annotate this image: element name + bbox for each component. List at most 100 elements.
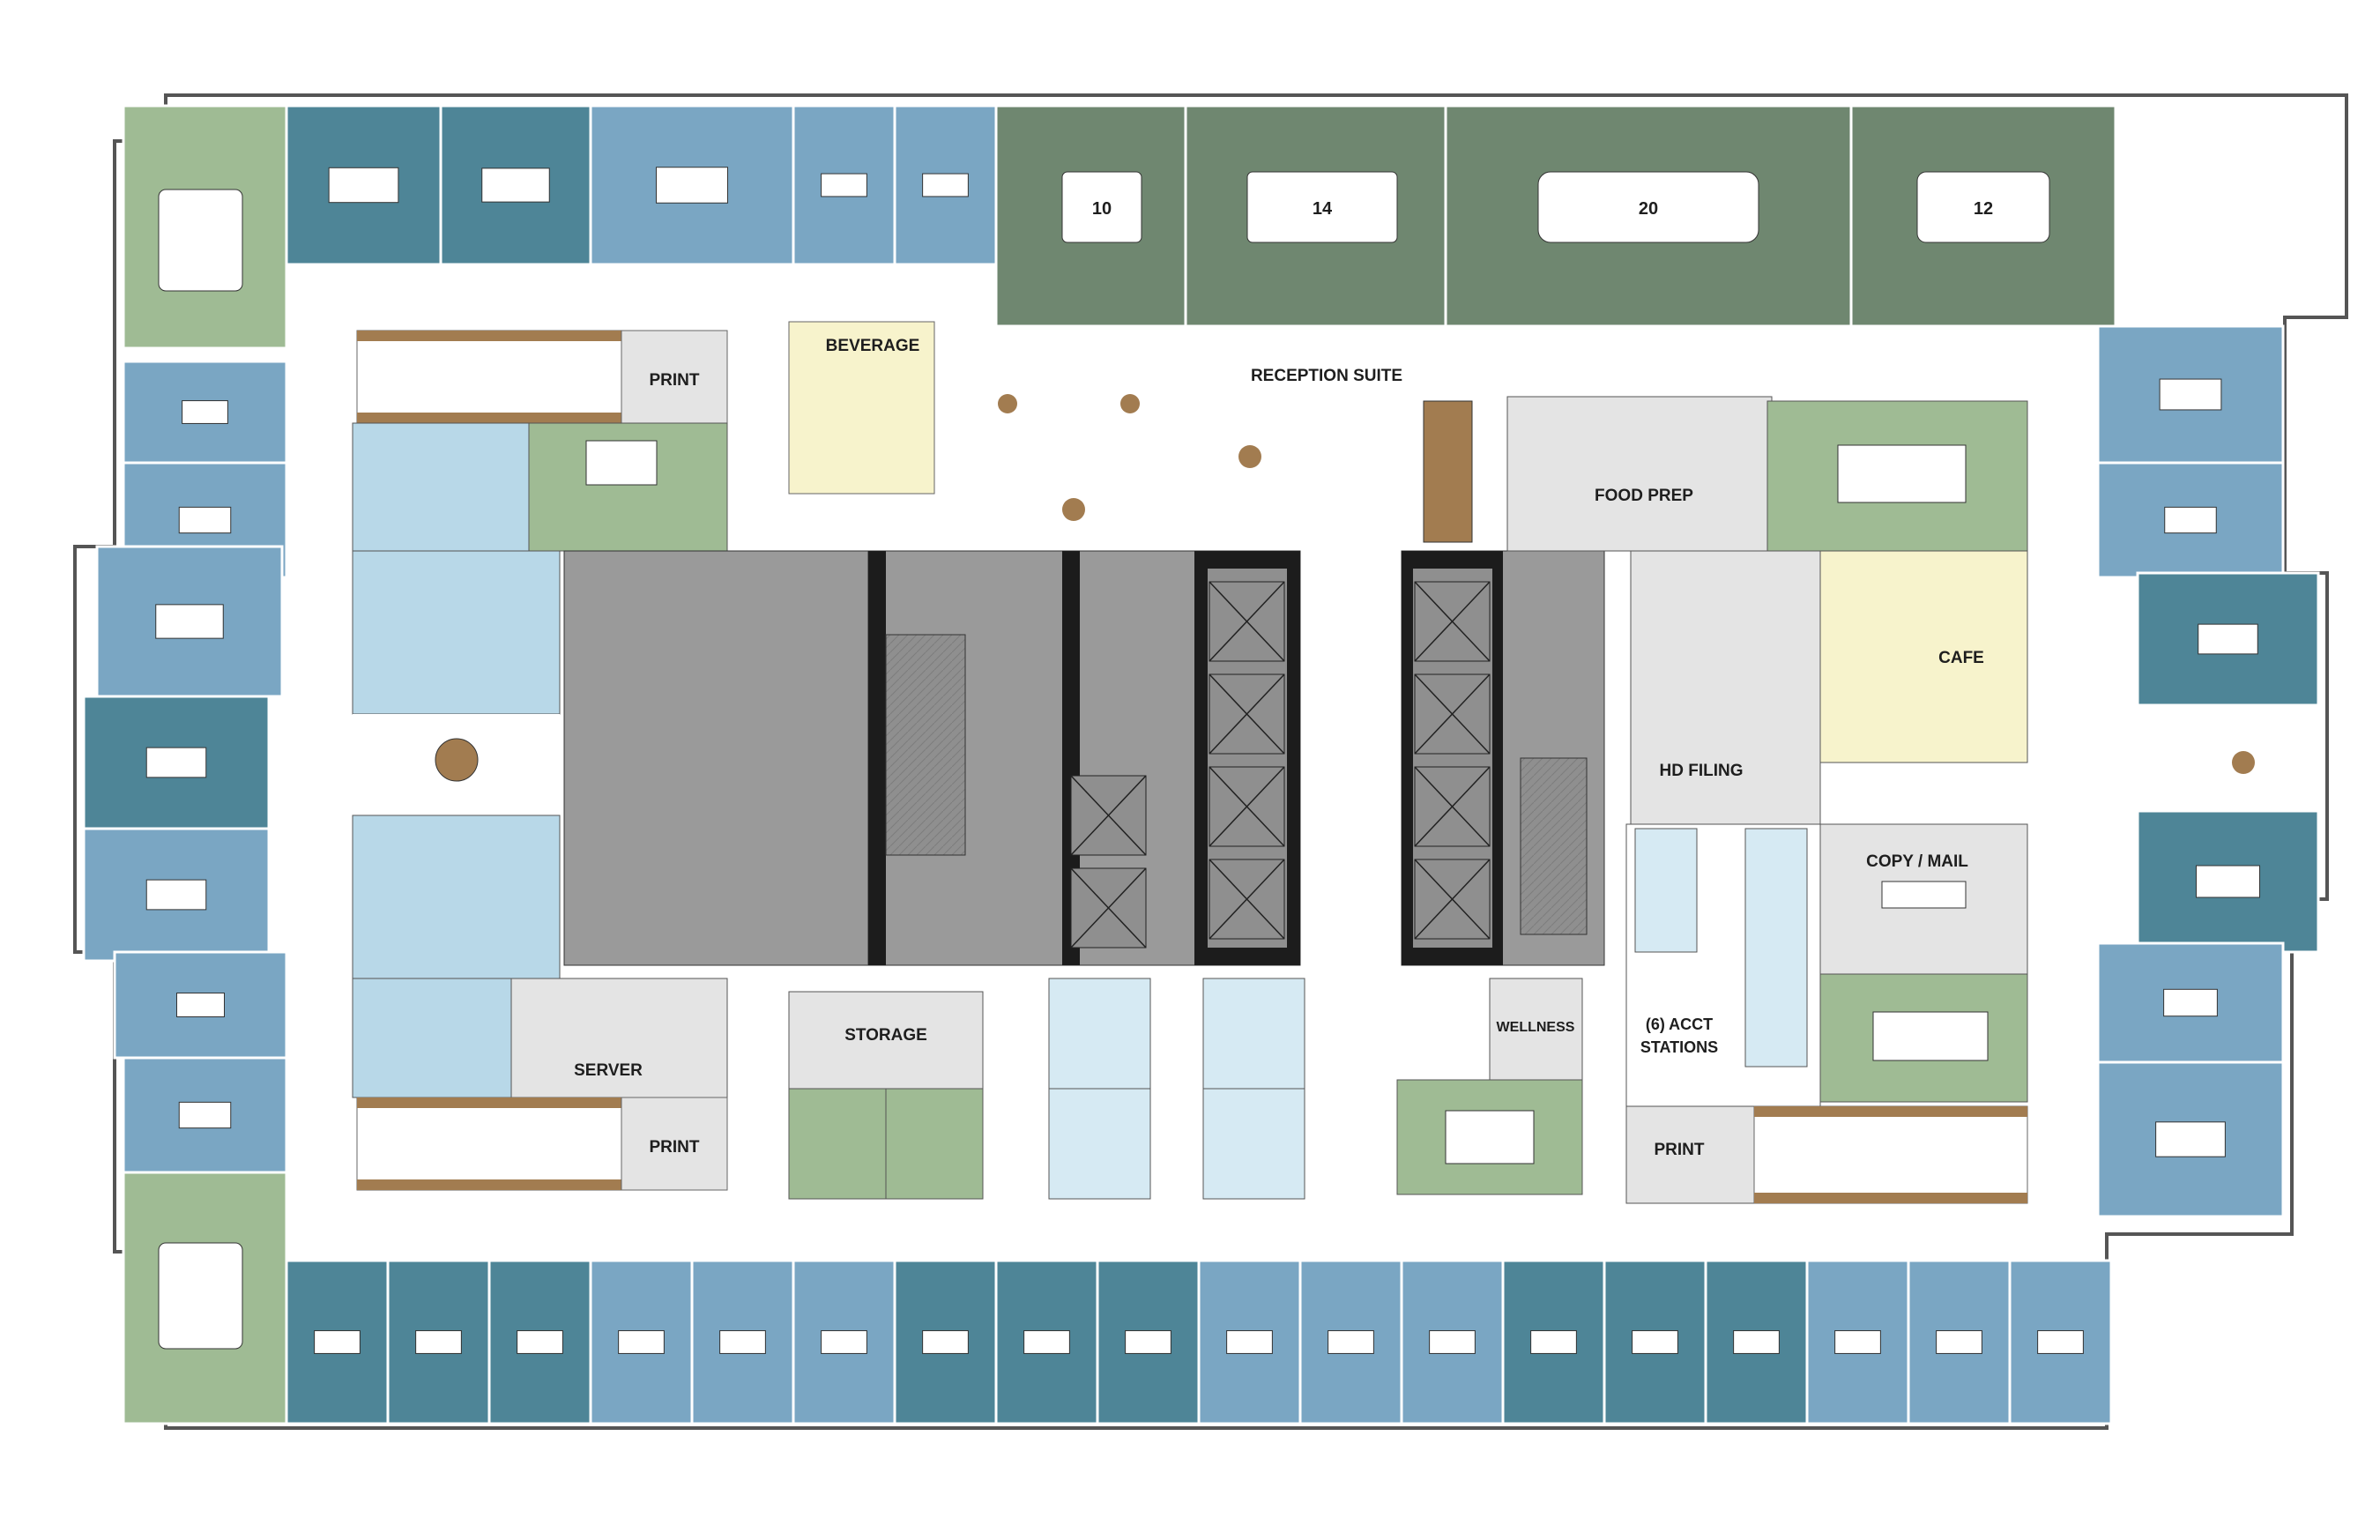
desk-chair-icon	[1834, 1330, 1881, 1354]
desk-chair-icon	[1530, 1330, 1577, 1354]
desk-chair-icon	[2196, 865, 2260, 898]
acct-label-line2: STATIONS	[1640, 1038, 1718, 1056]
office-south-3[interactable]	[1202, 978, 1305, 1090]
desk-chair-icon	[2163, 988, 2218, 1017]
workstation-cluster-se	[1753, 1105, 2028, 1204]
round-table-icon	[1238, 445, 1261, 468]
beverage-room[interactable]	[788, 321, 935, 495]
office-south-1[interactable]	[1048, 978, 1151, 1090]
elevator-bank	[1070, 581, 1491, 949]
table-12	[1916, 171, 2050, 243]
print-room-nw[interactable]	[621, 330, 728, 424]
elevator-cross	[1209, 673, 1285, 755]
print-room-se[interactable]	[1625, 1105, 1755, 1204]
desk-chair-icon	[176, 993, 225, 1017]
elevator-cross	[1209, 581, 1285, 662]
round-table-icon	[2232, 751, 2255, 774]
conference-label-14: 14	[1313, 199, 1333, 219]
conference-label-10: 10	[1092, 199, 1112, 219]
table-20	[1537, 171, 1759, 243]
print-room-sw[interactable]	[621, 1097, 728, 1191]
perimeter-office-15[interactable]	[1298, 1259, 1403, 1425]
cafe-room[interactable]	[1819, 550, 2028, 763]
wellness-room[interactable]	[1489, 978, 1583, 1081]
desk-chair-icon	[2198, 623, 2258, 655]
desk-chair-icon	[1125, 1330, 1171, 1354]
print-label-nw: PRINT	[650, 371, 700, 390]
desk-chair-icon	[1429, 1330, 1476, 1354]
print-label-se: PRINT	[1655, 1141, 1705, 1159]
workstation-cluster-sw	[356, 1097, 622, 1191]
server-room[interactable]	[510, 978, 728, 1098]
desk-chair-icon	[1632, 1330, 1678, 1354]
desk-chair-icon	[314, 1330, 361, 1354]
desk-chair-icon	[618, 1330, 665, 1354]
desk-chair-icon	[517, 1330, 563, 1354]
table-10	[1061, 171, 1142, 243]
reception-label: RECEPTION SUITE	[1251, 367, 1402, 385]
core-restrooms	[563, 550, 869, 966]
huddle-room-1[interactable]	[788, 1088, 887, 1200]
storage-label: STORAGE	[844, 1026, 927, 1045]
desk-chair-icon	[821, 173, 867, 197]
desk-chair-icon	[719, 1330, 766, 1354]
desk-chair-icon	[178, 1101, 232, 1129]
server-label: SERVER	[574, 1061, 643, 1080]
desk-chair-icon	[481, 167, 550, 203]
desk-chair-icon	[2159, 378, 2222, 411]
reception-area: BEVERAGE RECEPTION SUITE	[788, 321, 1473, 543]
round-table-icon	[435, 738, 479, 782]
conference-label-20: 20	[1639, 199, 1658, 219]
elevator-cross	[1414, 581, 1491, 662]
office-interior-2[interactable]	[352, 550, 561, 715]
print-label-sw: PRINT	[650, 1138, 700, 1157]
building-core	[563, 550, 1605, 966]
perimeter-office-11[interactable]	[893, 1259, 998, 1425]
beverage-label: BEVERAGE	[826, 337, 920, 355]
meeting-table	[158, 1242, 243, 1350]
food-prep-room[interactable]	[1506, 396, 1773, 552]
copy-mail-label: COPY / MAIL	[1866, 852, 1968, 871]
desk-chair-icon	[145, 879, 207, 911]
conference-label-12: 12	[1974, 199, 1993, 219]
desk-chair-icon	[1023, 1330, 1070, 1354]
round-table-icon	[1062, 498, 1085, 521]
office-interior-1[interactable]	[352, 422, 530, 552]
reception-desk	[1423, 400, 1473, 543]
workstation-cluster-nw	[356, 330, 622, 424]
north-conference-block: 10 14 20 12	[994, 104, 2117, 328]
food-prep-label: FOOD PREP	[1595, 487, 1693, 505]
desk-chair-icon	[155, 604, 224, 639]
hd-filing-room[interactable]	[1630, 550, 1821, 825]
elevator-cross	[1070, 775, 1147, 856]
acct-label-line1: (6) ACCT	[1646, 1016, 1713, 1033]
west-interior: PRINT SERVER PRINT	[352, 330, 728, 1191]
huddle-room-2[interactable]	[885, 1088, 984, 1200]
office-south-2[interactable]	[1048, 1088, 1151, 1200]
office-interior-3[interactable]	[352, 815, 561, 979]
meeting-table	[158, 189, 243, 292]
desk-chair-icon	[1733, 1330, 1780, 1354]
desk-chair-icon	[415, 1330, 462, 1354]
desk-chair-icon	[2155, 1121, 2226, 1157]
desk-chair-icon	[1936, 1330, 1982, 1354]
desk-chair-icon	[2164, 506, 2217, 534]
elevator-cross	[1414, 766, 1491, 847]
elevator-cross	[1070, 867, 1147, 949]
desk-chair-icon	[922, 173, 969, 197]
elevator-cross	[1414, 673, 1491, 755]
wellness-label: WELLNESS	[1497, 1020, 1575, 1035]
office-interior-4[interactable]	[352, 978, 512, 1098]
elevator-cross	[1209, 859, 1285, 940]
corner-meeting-rooms	[122, 104, 288, 1425]
round-table-icon	[1120, 394, 1140, 413]
office-south-4[interactable]	[1202, 1088, 1305, 1200]
desk-chair-icon	[656, 167, 728, 204]
south-interior: STORAGE WELLNESS	[788, 978, 1583, 1200]
storage-room[interactable]	[788, 991, 984, 1090]
desk-chair-icon	[328, 167, 399, 204]
desk-chair-icon	[922, 1330, 969, 1354]
table-14	[1246, 171, 1398, 243]
stair-icon	[1520, 757, 1588, 935]
